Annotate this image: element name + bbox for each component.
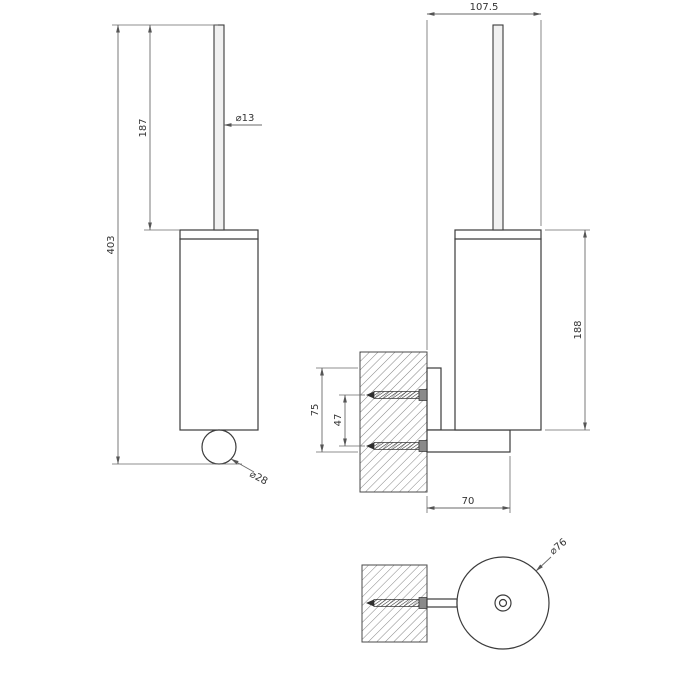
screw-head bbox=[418, 597, 428, 609]
dim-label-handle-length: 187 bbox=[138, 118, 149, 137]
front-view: 403 187 ⌀13 ⌀28 bbox=[106, 24, 270, 488]
top-view: ⌀76 bbox=[361, 537, 569, 650]
screw-thread bbox=[373, 391, 420, 399]
screw-thread bbox=[373, 442, 420, 450]
mounting-screw-upper bbox=[366, 389, 428, 401]
arm-shaft-top bbox=[426, 598, 458, 608]
wall-arm-end-front bbox=[201, 429, 237, 465]
dim-label-bracket-height: 75 bbox=[310, 404, 321, 417]
dim-label-handle-diameter: ⌀13 bbox=[236, 113, 255, 124]
side-view: 107.5 188 75 47 70 bbox=[310, 2, 590, 513]
dim-label-canister-height: 188 bbox=[573, 320, 584, 339]
mounting-plate bbox=[426, 367, 442, 431]
cup-center-boss bbox=[494, 594, 512, 612]
wall-section bbox=[359, 351, 428, 493]
dim-label-cup-diameter: ⌀76 bbox=[548, 537, 569, 557]
dim-label-screw-spacing: 47 bbox=[333, 414, 344, 427]
screw-thread bbox=[373, 599, 420, 607]
dim-label-total-height: 403 bbox=[106, 235, 117, 254]
screw-tip bbox=[366, 599, 374, 607]
screw-tip bbox=[366, 442, 374, 450]
handle-rod-front bbox=[213, 24, 225, 231]
leader-line-cup-diameter bbox=[535, 556, 552, 572]
leader-line-arm-diameter bbox=[230, 458, 255, 473]
dim-label-arm-diameter: ⌀28 bbox=[248, 469, 270, 488]
handle-rod-side bbox=[492, 24, 504, 231]
screw-head bbox=[418, 440, 428, 452]
screw-tip bbox=[366, 391, 374, 399]
dim-label-wall-offset: 107.5 bbox=[470, 2, 499, 13]
dim-label-arm-length: 70 bbox=[462, 496, 475, 507]
cup-center-hole bbox=[498, 598, 508, 608]
canister-body-side bbox=[454, 229, 542, 431]
canister-body-front bbox=[179, 229, 259, 431]
screw-head bbox=[418, 389, 428, 401]
support-arm bbox=[426, 429, 511, 453]
mounting-screw-lower bbox=[366, 440, 428, 452]
mounting-screw-top-view bbox=[366, 597, 428, 609]
cup-outline-top bbox=[456, 556, 550, 650]
